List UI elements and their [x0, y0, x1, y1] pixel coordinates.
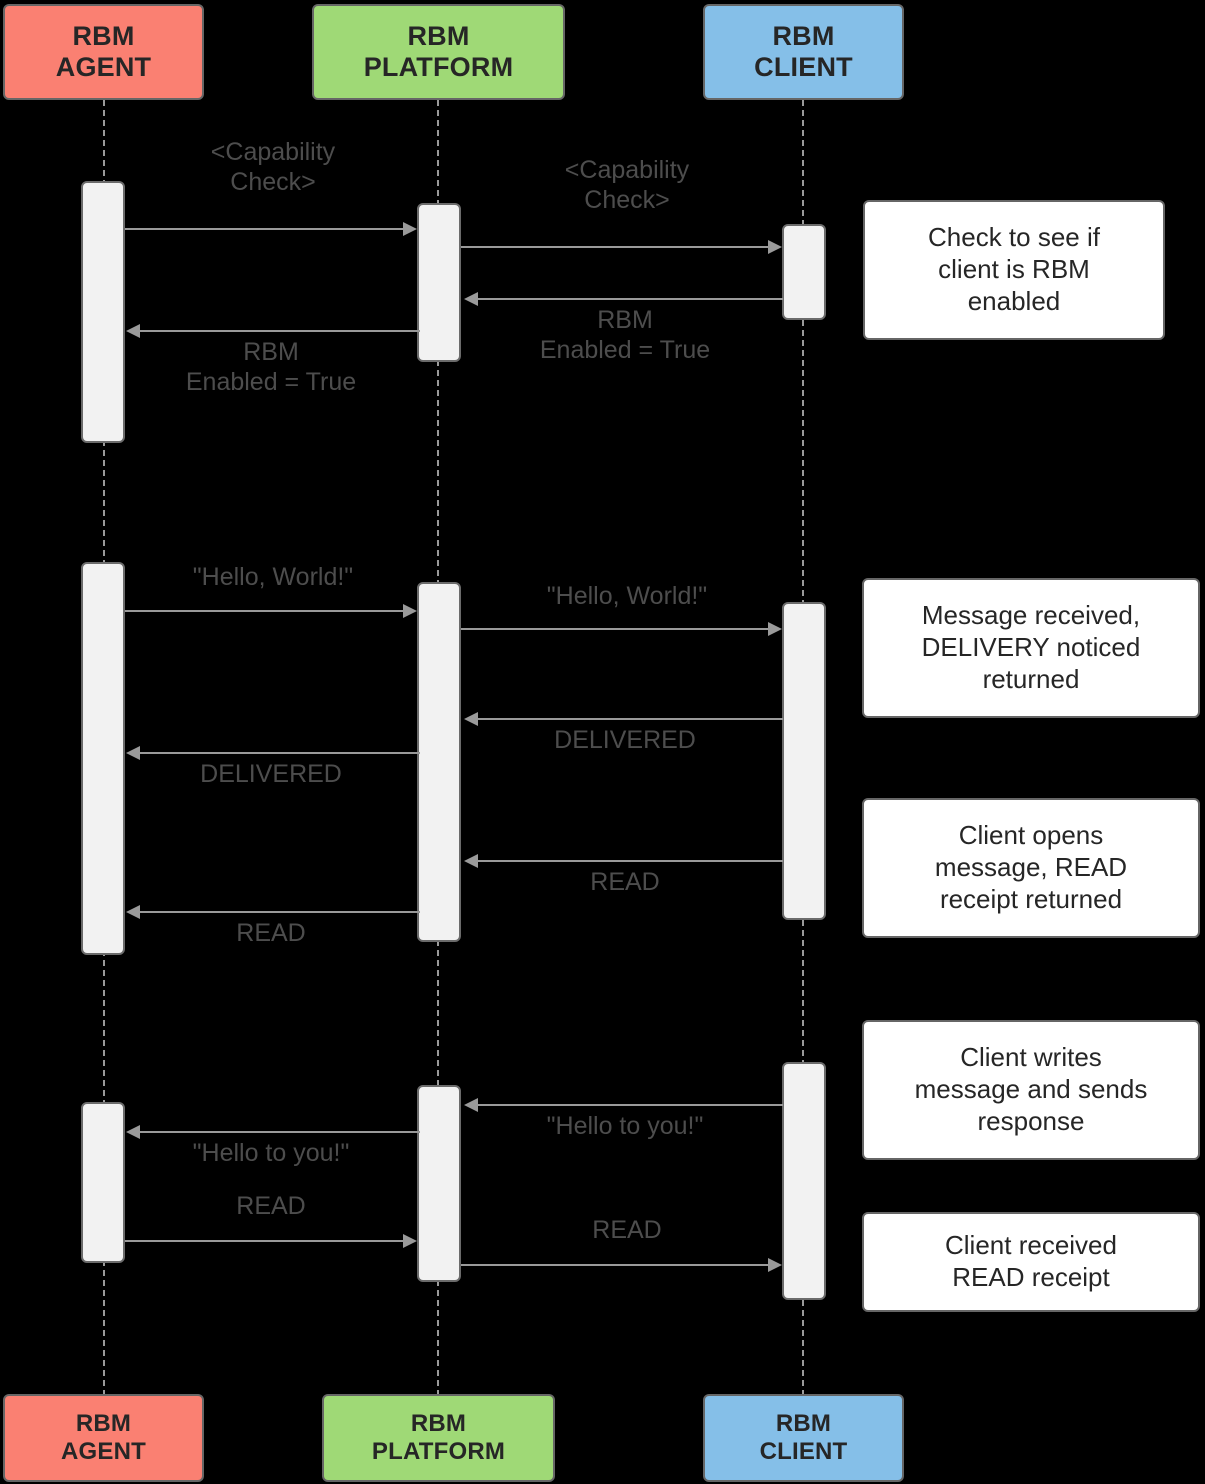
message-arrowhead-m12 [126, 1125, 140, 1139]
activation-agent-3 [81, 1102, 125, 1263]
message-line-m11 [475, 1104, 783, 1106]
message-line-m5 [125, 610, 410, 612]
note-capability-check: Check to see if client is RBM enabled [863, 200, 1165, 340]
message-label-m6: "Hello, World!" [546, 582, 708, 610]
message-line-m9 [475, 860, 783, 862]
message-arrowhead-m6 [768, 622, 782, 636]
message-label-m7: DELIVERED [554, 726, 696, 754]
message-line-m4 [137, 330, 420, 332]
note-message-received: Message received, DELIVERY noticed retur… [862, 578, 1200, 718]
participant-platform-line2: PLATFORM [363, 52, 514, 82]
participant-header-agent[interactable]: RBM AGENT [3, 4, 204, 100]
message-arrowhead-m2 [768, 240, 782, 254]
message-label-m13: READ [236, 1192, 306, 1220]
message-label-m1: <Capability Check> [210, 138, 336, 196]
message-arrowhead-m11 [464, 1098, 478, 1112]
message-label-m14: READ [592, 1216, 662, 1244]
participant-platform-line1: RBM [407, 20, 470, 51]
activation-platform-2 [417, 582, 461, 942]
participant-footer-agent-line1: RBM [75, 1410, 132, 1438]
message-label-m8: DELIVERED [200, 760, 342, 788]
message-arrowhead-m5 [403, 604, 417, 618]
participant-footer-platform-line2: PLATFORM [371, 1438, 506, 1465]
message-line-m14 [461, 1264, 771, 1266]
participant-client-line2: CLIENT [754, 52, 853, 82]
participant-agent-line1: RBM [72, 20, 135, 51]
message-line-m8 [137, 752, 420, 754]
note-client-received-read: Client received READ receipt [862, 1212, 1200, 1312]
participant-header-client[interactable]: RBM CLIENT [703, 4, 904, 100]
message-arrowhead-m13 [403, 1234, 417, 1248]
message-label-m10: READ [236, 919, 306, 947]
message-label-m3: RBM Enabled = True [539, 306, 711, 364]
message-label-m11: "Hello to you!" [546, 1112, 704, 1140]
message-label-m9: READ [590, 868, 660, 896]
message-line-m7 [475, 718, 783, 720]
message-arrowhead-m10 [126, 905, 140, 919]
activation-agent-2 [81, 562, 125, 955]
participant-footer-agent-line2: AGENT [61, 1438, 146, 1465]
participant-footer-client-line1: RBM [775, 1410, 832, 1438]
participant-footer-agent[interactable]: RBM AGENT [3, 1394, 204, 1482]
message-line-m3 [475, 298, 783, 300]
participant-footer-client[interactable]: RBM CLIENT [703, 1394, 904, 1482]
message-arrowhead-m8 [126, 746, 140, 760]
note-client-writes-message: Client writes message and sends response [862, 1020, 1200, 1160]
message-arrowhead-m3 [464, 292, 478, 306]
message-arrowhead-m4 [126, 324, 140, 338]
message-line-m6 [461, 628, 771, 630]
activation-client-3 [782, 1062, 826, 1300]
message-label-m4: RBM Enabled = True [185, 338, 357, 396]
participant-footer-platform-line1: RBM [410, 1410, 467, 1438]
activation-platform-1 [417, 203, 461, 362]
note-client-opens-message: Client opens message, READ receipt retur… [862, 798, 1200, 938]
participant-agent-line2: AGENT [55, 52, 152, 82]
message-label-m2: <Capability Check> [564, 156, 690, 214]
message-line-m1 [125, 228, 410, 230]
participant-footer-client-line2: CLIENT [759, 1438, 848, 1465]
activation-client-2 [782, 602, 826, 920]
participant-header-platform[interactable]: RBM PLATFORM [312, 4, 565, 100]
message-arrowhead-m14 [768, 1258, 782, 1272]
message-line-m10 [137, 911, 420, 913]
message-arrowhead-m1 [403, 222, 417, 236]
message-arrowhead-m7 [464, 712, 478, 726]
message-label-m5: "Hello, World!" [192, 563, 354, 591]
activation-client-1 [782, 224, 826, 320]
message-line-m12 [137, 1131, 420, 1133]
message-arrowhead-m9 [464, 854, 478, 868]
message-label-m12: "Hello to you!" [192, 1139, 350, 1167]
activation-platform-3 [417, 1085, 461, 1282]
activation-agent-1 [81, 181, 125, 443]
participant-client-line1: RBM [772, 20, 835, 51]
message-line-m13 [125, 1240, 410, 1242]
message-line-m2 [461, 246, 771, 248]
participant-footer-platform[interactable]: RBM PLATFORM [322, 1394, 555, 1482]
